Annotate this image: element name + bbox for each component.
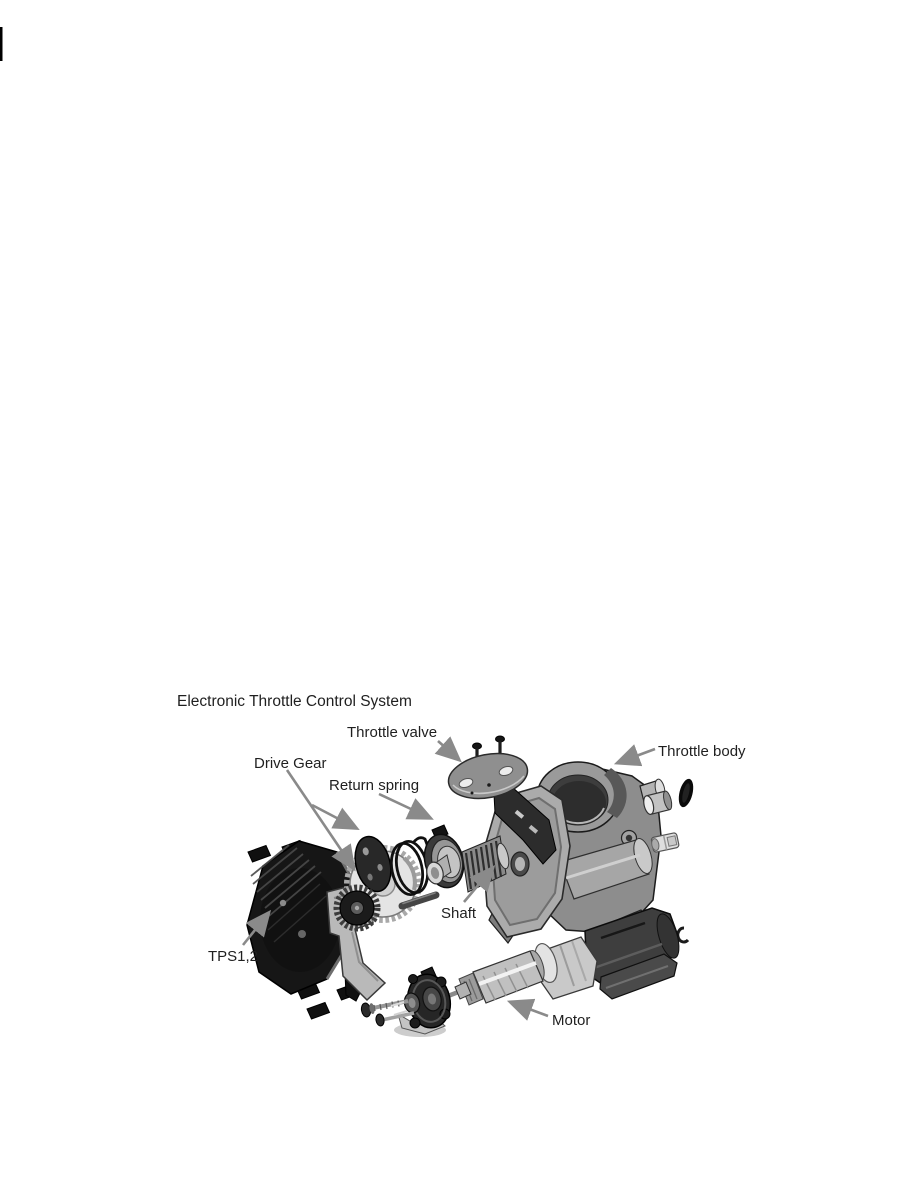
label-throttle-body: Throttle body [658,743,746,760]
return-spring-leader [378,792,434,820]
spring-seat [423,824,465,889]
drive-gear-leader-1 [285,769,356,872]
label-throttle-valve: Throttle valve [347,724,437,741]
tps-leader [241,909,272,946]
throttle-body-leader [613,744,656,767]
scan-artifact [0,27,3,61]
bushing-part [643,790,673,815]
connector-part [650,832,680,853]
seal-part [678,778,694,808]
label-tps: TPS1,2 [208,948,258,965]
label-motor: Motor [552,1012,590,1029]
callout-leaders [241,736,656,1021]
label-drive-gear: Drive Gear [254,755,327,772]
motor-leader [506,998,549,1021]
c-clip-part [676,926,690,944]
figure-title: Electronic Throttle Control System [177,693,412,710]
motor-screws [360,999,415,1027]
shaft-leader [463,865,496,903]
drive-gear-cluster [333,835,422,932]
label-shaft: Shaft [441,905,477,922]
label-return-spring: Return spring [329,777,419,794]
throttle-body-part [482,761,666,945]
motor-assembly [360,907,680,1037]
throttle-valve-leader [434,736,462,763]
drive-gear-leader-2 [311,803,360,831]
shaft-pin [398,891,440,910]
throttle-valve-part [447,735,529,800]
